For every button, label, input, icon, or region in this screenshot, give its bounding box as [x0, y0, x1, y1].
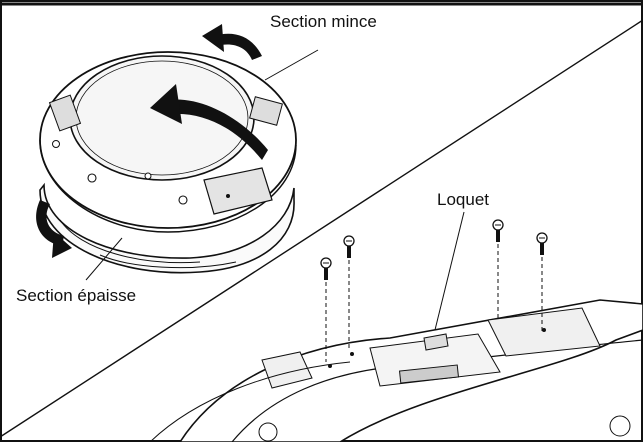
- mounting-base: [149, 299, 643, 442]
- rim-tab-left: [48, 94, 82, 132]
- thick-section-label: Section épaisse: [16, 286, 137, 305]
- leader-thick: [85, 237, 123, 281]
- base-dot-2: [350, 352, 354, 356]
- thin-section-label: Section mince: [270, 12, 377, 31]
- latch: [423, 333, 449, 351]
- rotate-arrow-thin: [202, 24, 262, 60]
- base-outer-arc: [149, 361, 351, 442]
- base-slot: [398, 364, 460, 384]
- rim-screw-1: [87, 173, 97, 183]
- rotate-arrow-thick: [36, 200, 72, 258]
- connector-dot: [226, 194, 230, 198]
- leader-latch: [433, 211, 465, 335]
- mounting-screw-4: [536, 232, 548, 332]
- thin-section-rim: [39, 139, 297, 233]
- rotate-arrow-dome-head: [150, 84, 182, 124]
- mounting-screw-1: [320, 257, 332, 362]
- rim-screw-4: [144, 172, 152, 180]
- rim-screw-2: [178, 195, 188, 205]
- leader-thin: [264, 49, 319, 81]
- thick-section-edge: [59, 219, 201, 264]
- base-dot-3: [542, 328, 546, 332]
- camera-dome: [39, 51, 297, 274]
- thick-section-ring: [39, 182, 295, 274]
- base-pad-left: [261, 351, 313, 389]
- mounting-screw-2: [343, 235, 355, 350]
- thick-section-base: [99, 254, 237, 269]
- latch-label: Loquet: [437, 190, 489, 209]
- diagonal-divider: [0, 19, 643, 438]
- rim-tab-right: [249, 96, 283, 126]
- base-boss: [258, 422, 278, 442]
- base-dot-1: [328, 364, 332, 368]
- rim-screw-3: [52, 140, 60, 148]
- mounting-screw-3: [492, 219, 504, 320]
- connector-block: [203, 167, 273, 215]
- base-boss-right: [609, 415, 631, 437]
- rotate-arrow-dome-body: [168, 99, 268, 160]
